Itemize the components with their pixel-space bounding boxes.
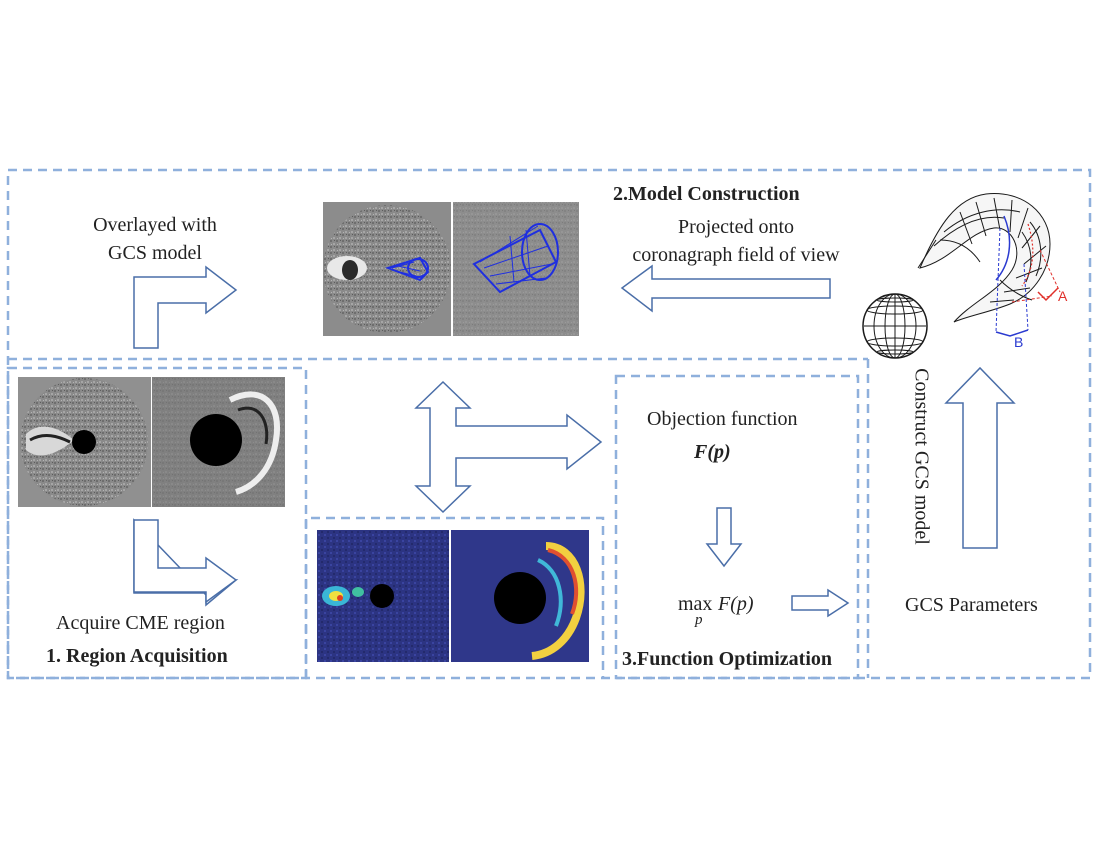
label-gcs-parameters: GCS Parameters: [905, 594, 1038, 616]
right-arrow-icon: [791, 588, 850, 618]
label-projected-line2: coronagraph field of view: [632, 244, 840, 266]
heatmap-image-right: [451, 530, 589, 662]
four-way-arrow-icon: [414, 380, 603, 514]
elbow-arrow-icon: [133, 519, 238, 604]
label-projected-line1: Projected onto: [677, 216, 795, 238]
max-operator: max: [678, 593, 713, 615]
function-optimization-box: [614, 374, 860, 680]
label-A: A: [1058, 288, 1068, 304]
label-acquire-cme: Acquire CME region: [56, 612, 225, 634]
objective-expression: F(p): [694, 441, 731, 463]
region-image-left: [18, 377, 151, 507]
down-arrow-icon: [705, 507, 743, 568]
overlay-image-right: [453, 202, 579, 336]
label-objection-function: Objection function: [647, 408, 798, 430]
gcs-croissant-mesh-icon: [917, 193, 1061, 337]
section-title-function-optimization: 3.Function Optimization: [622, 648, 833, 670]
label-B: B: [1014, 334, 1024, 350]
overlay-image-left: [323, 202, 451, 336]
section-title-model-construction: 2.Model Construction: [613, 183, 800, 205]
section-borders: [6, 168, 1092, 680]
label-overlayed-line2: GCS model: [108, 242, 202, 264]
label-overlayed-line1: Overlayed with: [93, 214, 217, 236]
sphere-mesh-icon: [862, 293, 928, 359]
heatmap-image-left: [317, 530, 449, 662]
region-image-right: [152, 377, 285, 507]
heatmap-box: [304, 516, 605, 678]
max-expression: F(p): [718, 593, 754, 615]
up-arrow-icon: [944, 366, 1016, 549]
left-arrow-icon: [620, 264, 831, 313]
label-construct-gcs-model: Construct GCS model: [910, 368, 933, 545]
elbow-arrow-icon: [133, 265, 238, 349]
max-subscript: p: [695, 612, 703, 628]
section-title-region-acquisition: 1. Region Acquisition: [46, 645, 228, 667]
